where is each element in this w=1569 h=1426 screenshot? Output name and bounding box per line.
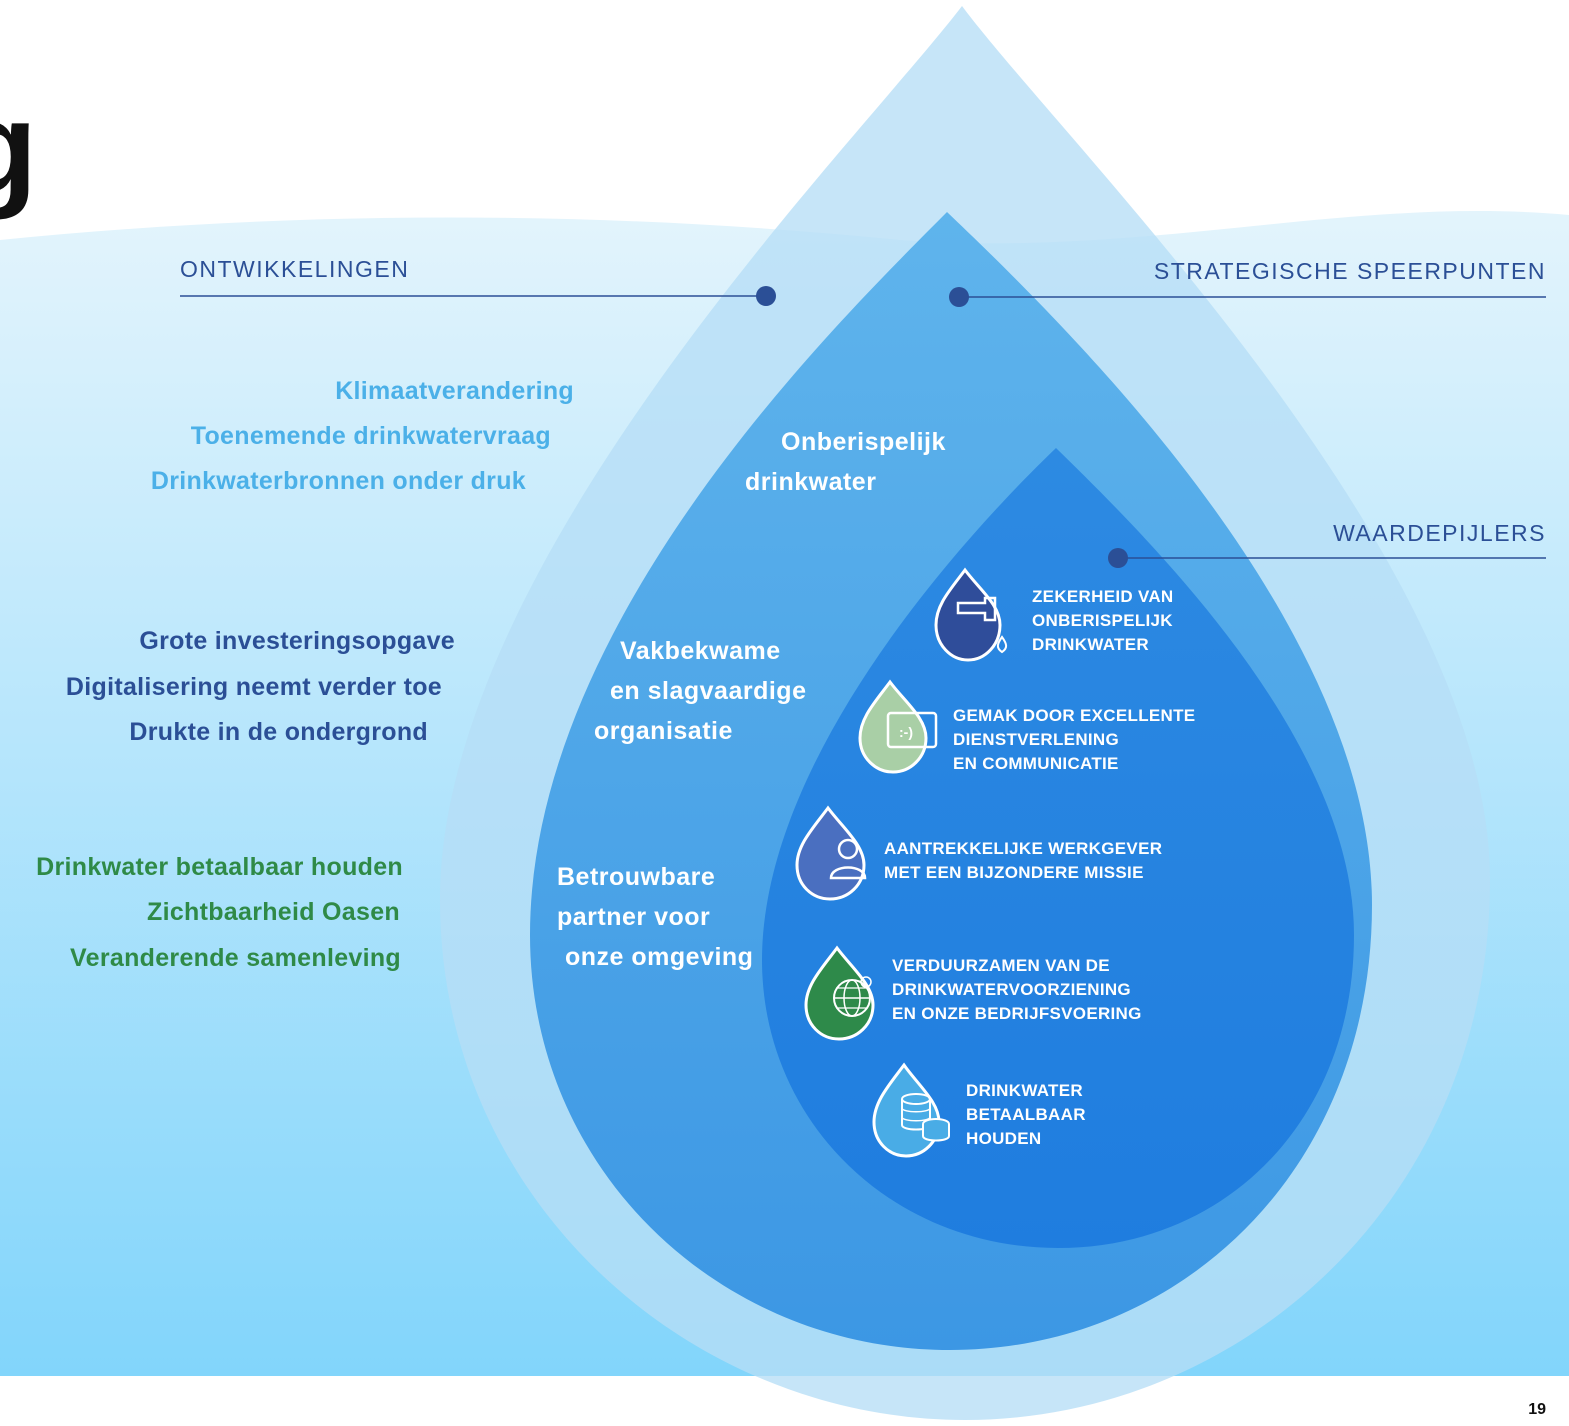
ontwikkeling-item: Grote investeringsopgave bbox=[139, 627, 455, 655]
coins-icon bbox=[872, 1062, 950, 1158]
ontwikkeling-item: Digitalisering neemt verder toe bbox=[65, 673, 442, 701]
waardepijlers-dot bbox=[1108, 548, 1128, 568]
waardepijler-zekerheid: ZEKERHEID VAN ONBERISPELIJK DRINKWATER bbox=[1032, 587, 1174, 654]
tap-icon bbox=[934, 567, 1008, 662]
speerpunt-onberispelijk-drinkwater: Onberispelijk drinkwater bbox=[745, 428, 946, 496]
speerpunt-vakbekwame-organisatie: Vakbekwame en slagvaardige organisatie bbox=[594, 637, 807, 745]
waardepijler-verduurzamen: VERDUURZAMEN VAN DE DRINKWATERVOORZIENIN… bbox=[892, 956, 1142, 1023]
ontwikkeling-item: Veranderende samenleving bbox=[70, 944, 401, 972]
partial-title-glyph: g bbox=[0, 82, 37, 212]
ontwikkeling-item: Drinkwater betaalbaar houden bbox=[36, 853, 403, 881]
ontwikkeling-item: Toenemende drinkwatervraag bbox=[190, 422, 551, 450]
page-number: 19 bbox=[1528, 1401, 1546, 1418]
person-icon bbox=[795, 805, 867, 901]
ontwikkeling-item: Drukte in de ondergrond bbox=[129, 718, 428, 746]
globe-icon bbox=[804, 945, 875, 1041]
waardepijler-werkgever: AANTREKKELIJKE WERKGEVER MET EEN BIJZOND… bbox=[884, 839, 1163, 882]
speerpunt-betrouwbare-partner: Betrouwbare partner voor onze omgeving bbox=[557, 863, 754, 971]
chat-icon: :-) bbox=[858, 679, 938, 774]
ontwikkeling-item: Zichtbaarheid Oasen bbox=[147, 898, 400, 926]
speerpunten-dot bbox=[949, 287, 969, 307]
heading-waardepijlers: WAARDEPIJLERS bbox=[1333, 520, 1546, 546]
heading-ontwikkelingen: ONTWIKKELINGEN bbox=[180, 256, 410, 282]
heading-strategische-speerpunten: STRATEGISCHE SPEERPUNTEN bbox=[1153, 258, 1546, 284]
waardepijler-betaalbaar: DRINKWATER BETAALBAAR HOUDEN bbox=[966, 1081, 1086, 1148]
ontwikkeling-item: Drinkwaterbronnen onder druk bbox=[150, 467, 526, 495]
ontwikkelingen-dot bbox=[756, 286, 776, 306]
waardepijler-gemak: GEMAK DOOR EXCELLENTE DIENSTVERLENING EN… bbox=[953, 706, 1196, 773]
inner-drop bbox=[762, 448, 1354, 1248]
svg-text::-): :-) bbox=[899, 724, 913, 740]
ontwikkeling-item: Klimaatverandering bbox=[335, 377, 574, 405]
